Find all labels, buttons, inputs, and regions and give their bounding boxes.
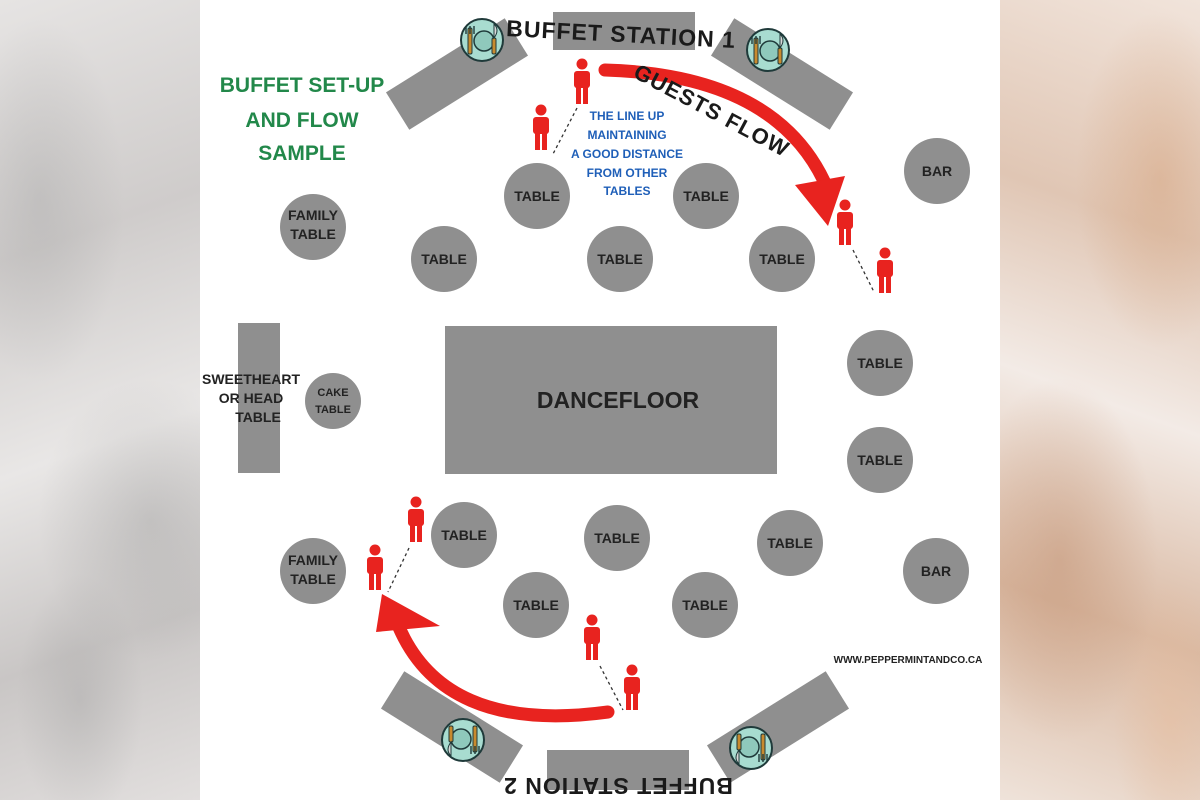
table-label: TABLE: [513, 597, 559, 613]
bar: BAR: [904, 138, 970, 204]
person-icon: [574, 58, 590, 104]
person-icon: [837, 199, 853, 245]
cake-table-label-line-1: CAKE: [317, 387, 348, 399]
table: TABLE: [587, 226, 653, 292]
guests-flow-arrowhead: [795, 176, 845, 226]
cake-table-label-line-2: TABLE: [315, 404, 351, 416]
guests-flow-arrow-bottom: [389, 613, 615, 723]
sweetheart-table-label-line-2: OR HEAD: [219, 390, 284, 406]
line-up-note-line-5: TABLES: [603, 184, 650, 198]
person-icon: [584, 614, 600, 660]
table-label: TABLE: [682, 597, 728, 613]
sweetheart-table: [238, 323, 280, 473]
marble-background-left: [0, 0, 200, 800]
table-label: TABLE: [857, 355, 903, 371]
diagram-title-line-2: AND FLOW: [245, 109, 358, 132]
family-table-label-line-1: FAMILY: [288, 207, 339, 223]
person-icon: [367, 544, 383, 590]
table-label: TABLE: [683, 188, 729, 204]
guests-flow-arrowhead-bottom: [376, 594, 440, 632]
sweetheart-table-label-line-1: SWEETHEART: [202, 371, 300, 387]
line-up-note-line-1: THE LINE UP: [590, 109, 665, 123]
table: TABLE: [431, 502, 497, 568]
person-icon: [408, 496, 424, 542]
line-up-note-line-4: FROM OTHER: [587, 166, 668, 180]
diagram-title-line-3: SAMPLE: [258, 142, 346, 165]
table-label: TABLE: [594, 530, 640, 546]
line-up-note-line-2: MAINTAINING: [587, 128, 666, 142]
person-icon: [533, 104, 549, 150]
family-table: FAMILY TABLE: [280, 194, 346, 260]
family-table-label-line-1: FAMILY: [288, 552, 339, 568]
table-label: TABLE: [441, 527, 487, 543]
distance-line: [552, 107, 578, 155]
cake-table: CAKE TABLE: [305, 373, 361, 429]
bar-label: BAR: [921, 563, 951, 579]
table: TABLE: [672, 572, 738, 638]
table: TABLE: [503, 572, 569, 638]
family-table-label-line-2: TABLE: [290, 571, 336, 587]
line-up-note-line-3: A GOOD DISTANCE: [571, 147, 683, 161]
table: TABLE: [847, 330, 913, 396]
table: TABLE: [584, 505, 650, 571]
table: TABLE: [504, 163, 570, 229]
distance-line: [387, 547, 410, 593]
family-table: FAMILY TABLE: [280, 538, 346, 604]
bar: BAR: [903, 538, 969, 604]
table: TABLE: [847, 427, 913, 493]
utensils-plate-icon: [729, 726, 773, 770]
sweetheart-table-label-line-3: TABLE: [235, 409, 281, 425]
utensils-plate-icon: [460, 18, 504, 62]
person-icon: [624, 664, 640, 710]
utensils-plate-icon: [441, 718, 485, 762]
guests-flow-arrow: [598, 63, 835, 197]
table: TABLE: [757, 510, 823, 576]
dancefloor-label: DANCEFLOOR: [537, 387, 700, 413]
diagram-title-line-1: BUFFET SET-UP: [220, 74, 385, 97]
table-label: TABLE: [597, 251, 643, 267]
buffet-station-2-center: [547, 750, 689, 790]
table: TABLE: [673, 163, 739, 229]
buffet-station-2-right-wing: [706, 671, 850, 783]
utensils-plate-icon: [746, 28, 790, 72]
family-table-label-line-2: TABLE: [290, 226, 336, 242]
table-label: TABLE: [767, 535, 813, 551]
distance-line: [599, 665, 624, 711]
distance-line: [852, 249, 875, 293]
table: TABLE: [749, 226, 815, 292]
person-icon: [877, 247, 893, 293]
marble-background-right: [1000, 0, 1200, 800]
buffet-station-2-label: BUFFET STATION 2: [503, 773, 733, 799]
table-label: TABLE: [421, 251, 467, 267]
table: TABLE: [411, 226, 477, 292]
table-label: TABLE: [514, 188, 560, 204]
bar-label: BAR: [922, 163, 952, 179]
buffet-station-1-center: [553, 12, 695, 50]
table-label: TABLE: [759, 251, 805, 267]
table-label: TABLE: [857, 452, 903, 468]
dancefloor: [445, 326, 777, 474]
website-credit: WWW.PEPPERMINTANDCO.CA: [834, 655, 983, 666]
